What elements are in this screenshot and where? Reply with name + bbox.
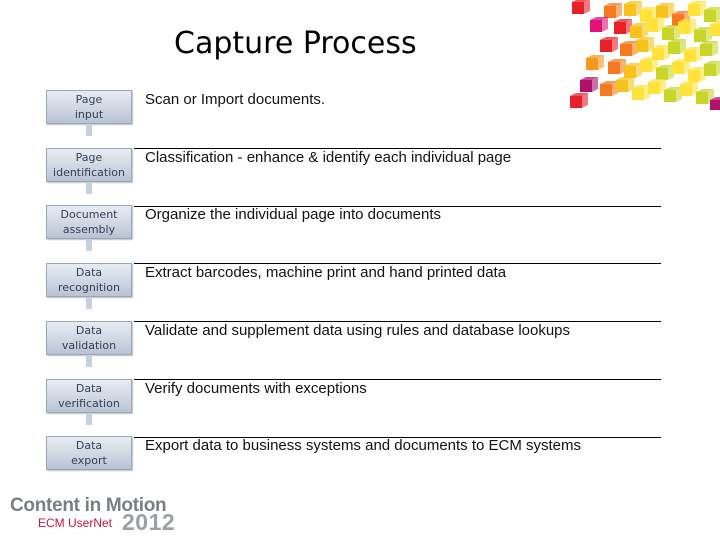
cube-shape [672, 59, 690, 74]
cube-shape [696, 89, 714, 104]
step-label: Page input [74, 93, 104, 121]
step-divider [134, 206, 661, 207]
step-label: Data verification [58, 382, 120, 410]
step-divider [134, 148, 661, 149]
step-divider [134, 379, 661, 380]
cube-shape [700, 41, 718, 56]
cube-shape [710, 21, 720, 36]
step-connector [86, 124, 92, 136]
page-title: Capture Process [174, 26, 417, 61]
logo-subtext: ECM UserNet [38, 516, 113, 530]
step-description: Scan or Import documents. [145, 91, 326, 108]
cube-shape [656, 3, 674, 18]
step-connector [86, 355, 92, 367]
cube-shape [570, 93, 588, 108]
step-description: Export data to business systems and docu… [145, 437, 582, 454]
cube-shape [590, 17, 608, 32]
cube-shape [600, 37, 618, 52]
cube-shape [648, 79, 666, 94]
step-box: Page identification [46, 148, 132, 182]
step-description: Extract barcodes, machine print and hand… [145, 264, 507, 281]
cube-shape [636, 37, 654, 52]
step-connector [86, 413, 92, 425]
step-divider [134, 321, 661, 322]
step-description: Classification - enhance & identify each… [145, 149, 512, 166]
step-divider [134, 263, 661, 264]
cube-shape [704, 61, 720, 76]
step-connector [86, 297, 92, 309]
step-description: Verify documents with exceptions [145, 380, 367, 397]
step-box: Data recognition [46, 263, 132, 297]
step-divider [134, 437, 661, 438]
step-label: Document assembly [60, 208, 118, 236]
cube-shape [646, 17, 664, 32]
cube-shape [640, 57, 658, 72]
cube-shape [604, 3, 622, 18]
step-box: Document assembly [46, 205, 132, 239]
cube-shape [572, 0, 590, 14]
step-box: Data verification [46, 379, 132, 413]
step-label: Data recognition [58, 266, 120, 294]
cube-shape [620, 41, 638, 56]
cube-shape [704, 7, 720, 22]
step-box: Page input [46, 90, 132, 124]
conference-logo: Content in Motion ECM UserNet 2012 [10, 495, 190, 535]
cube-shape [710, 97, 720, 110]
logo-year: 2012 [122, 509, 176, 535]
step-label: Page identification [53, 151, 125, 179]
cube-shape [586, 55, 604, 70]
logo-text: Content in Motion [10, 495, 167, 516]
step-box: Data export [46, 436, 132, 470]
step-description: Validate and supplement data using rules… [145, 322, 571, 339]
cube-shape [680, 81, 698, 96]
step-description: Organize the individual page into docume… [145, 206, 442, 223]
step-box: Data validation [46, 321, 132, 355]
step-label: Data validation [61, 324, 117, 352]
cube-shape [580, 77, 598, 92]
step-label: Data export [71, 439, 107, 467]
decorative-cubes-graphic [570, 0, 720, 110]
step-connector [86, 182, 92, 194]
step-connector [86, 239, 92, 251]
